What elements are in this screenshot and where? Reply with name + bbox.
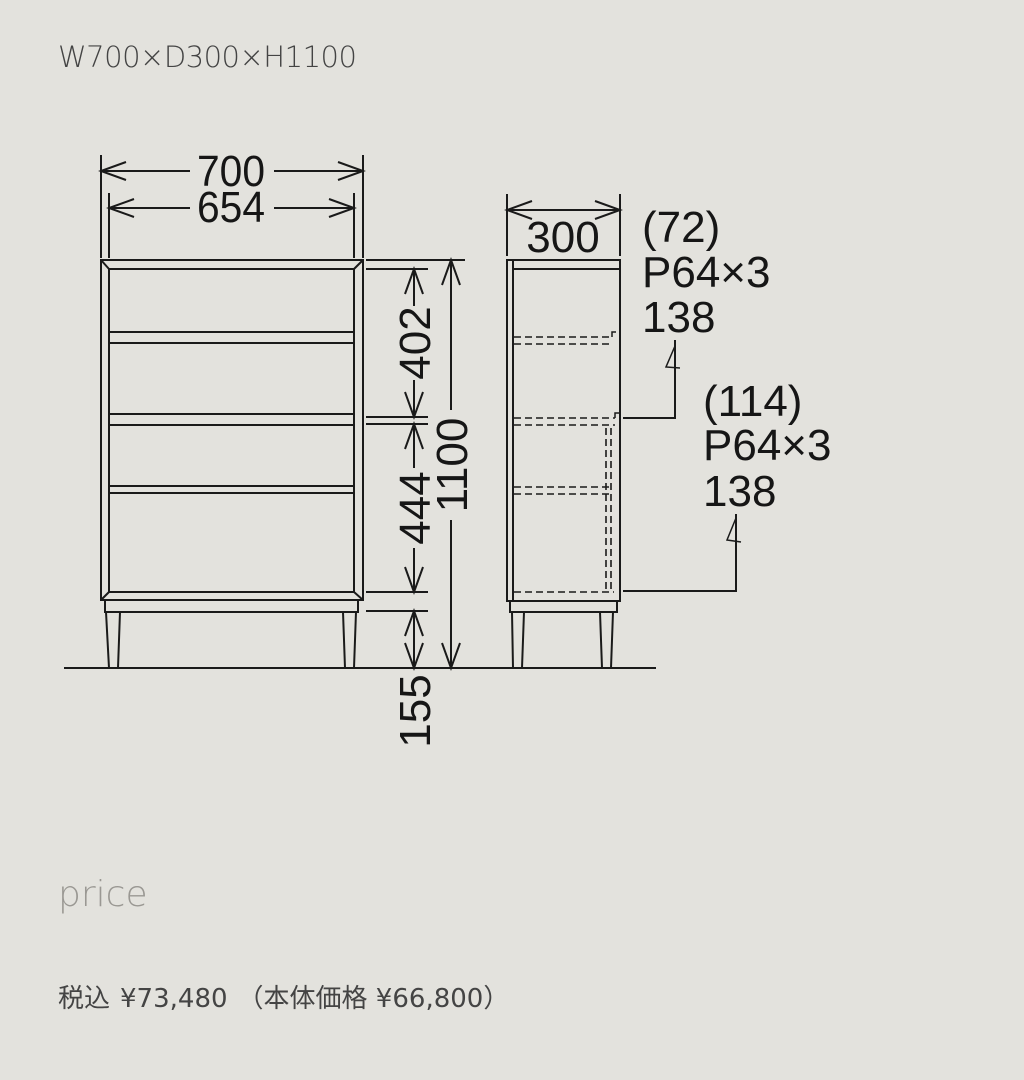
price-heading: price [58,874,148,915]
side-view-cabinet [506,259,621,669]
leg-155-label: 155 [391,674,440,747]
width-700-label: 700 [197,147,265,196]
upper-callout-line3: 138 [642,293,715,342]
upper-callout-line1: (72) [642,203,720,252]
tax-included-label: 税込 [58,984,111,1014]
tax-included-price: ¥73,480 [120,984,228,1014]
upper-callout-line2: P64×3 [642,248,770,297]
front-view-cabinet [100,259,364,669]
height-402-label: 402 [391,306,440,379]
depth-300-label: 300 [526,213,599,262]
height-444-label: 444 [391,471,440,544]
dimension-drawing: 700 654 402 444 1100 155 300 (72) P64×3 … [64,147,831,748]
price-line: 税込 ¥73,480 （本体価格 ¥66,800） [58,978,519,1015]
lower-callout-line1: (114) [703,377,802,426]
dimension-spec: W700×D300×H1100 [58,40,357,74]
height-1100-label: 1100 [428,418,477,513]
base-price: （本体価格 ¥66,800） [237,984,510,1014]
width-654-label: 654 [197,183,265,232]
lower-callout-line3: 138 [703,467,776,516]
lower-callout-line2: P64×3 [703,421,831,470]
